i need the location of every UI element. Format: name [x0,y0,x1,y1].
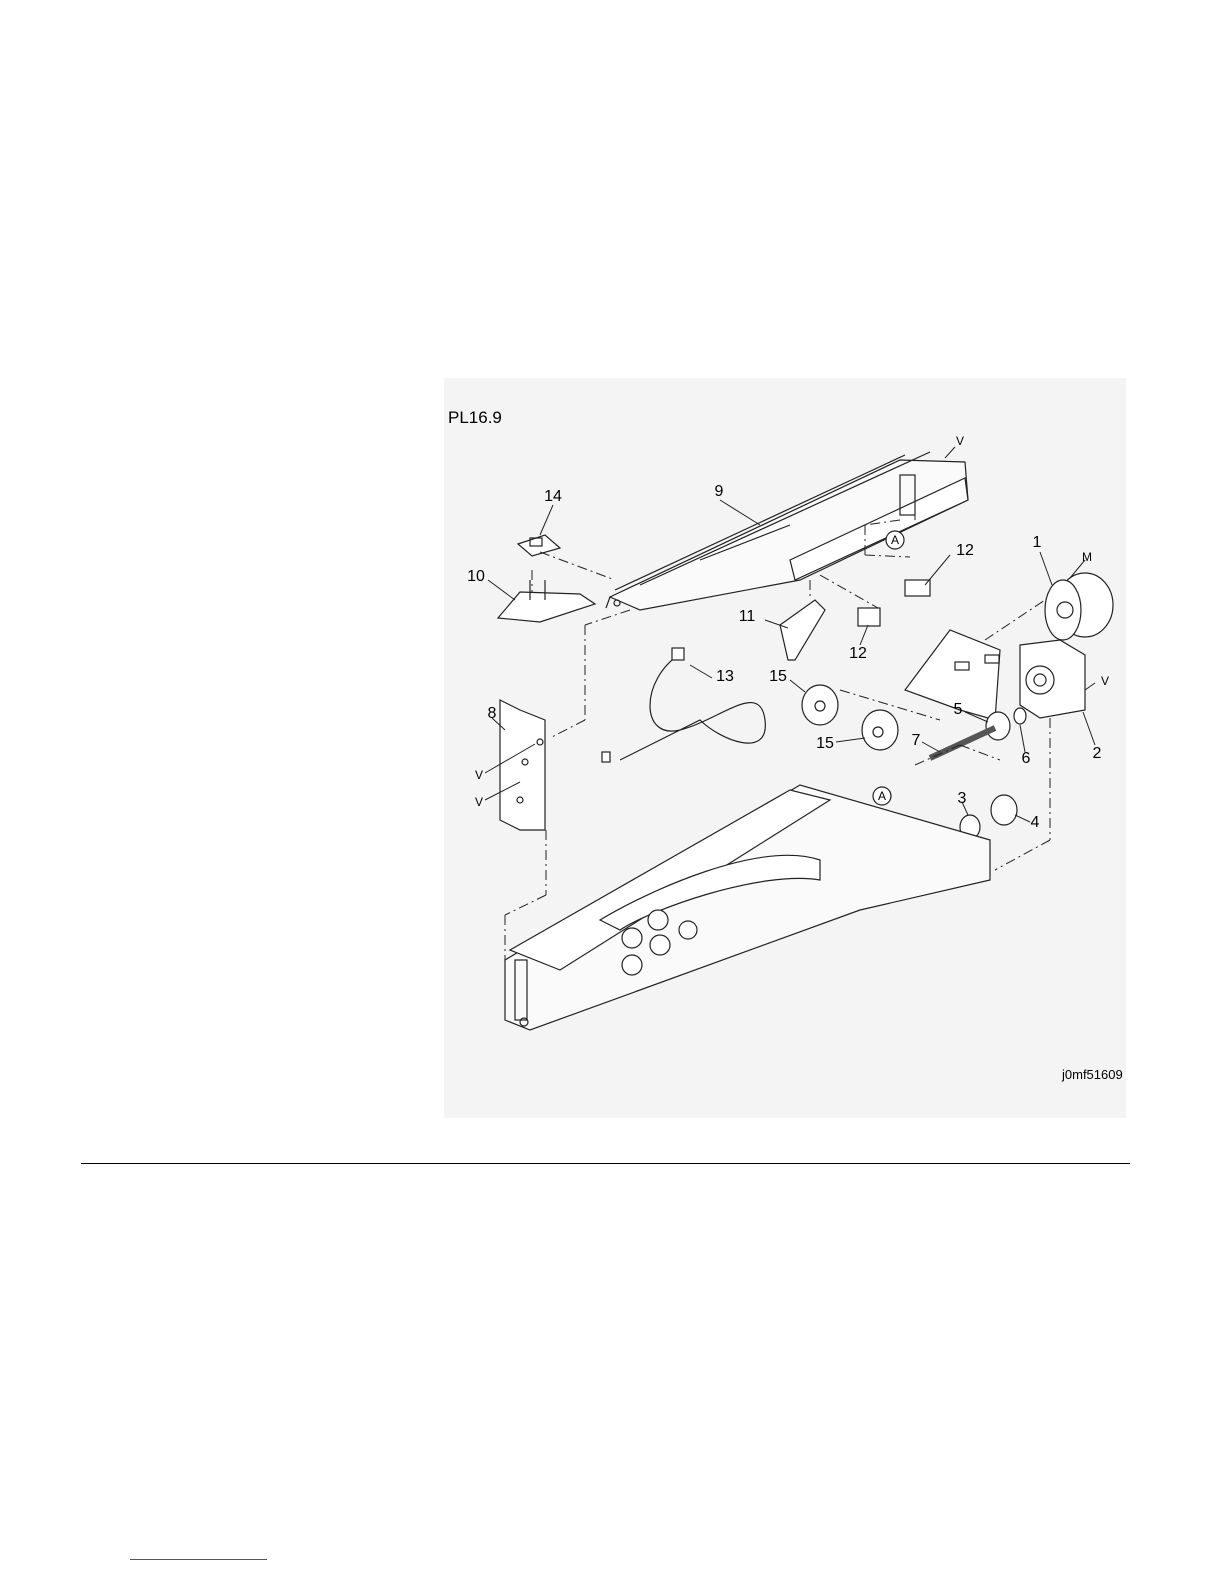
callout-6: 6 [1022,750,1031,768]
marker-m-motor: M [1082,550,1092,564]
callout-3: 3 [958,790,967,808]
callout-7: 7 [912,732,921,750]
callout-5: 5 [954,701,963,719]
figure-id: j0mf51609 [1062,1067,1123,1082]
callout-11: 11 [739,608,756,626]
bracket-2 [1020,640,1085,718]
callout-8: 8 [488,705,497,723]
callout-2: 2 [1093,745,1102,763]
marker-v-left-1: V [475,768,483,782]
clip-6 [1014,708,1026,724]
callout-10: 10 [467,568,485,586]
marker-a-top: A [891,533,899,547]
marker-v-left-2: V [475,795,483,809]
callout-1: 1 [1033,534,1042,552]
marker-v-top: V [956,434,964,448]
section-divider [81,1163,1130,1164]
callout-13: 13 [716,668,734,686]
gear-15a [802,685,838,725]
callout-9: 9 [715,483,724,501]
plate-10 [498,580,595,622]
bracket-8 [500,700,545,830]
motor-1 [1045,573,1113,640]
footer-link-underline[interactable] [130,1559,267,1560]
actuator-11 [780,600,825,660]
gear-4 [991,795,1017,825]
callout-12a: 12 [956,542,974,560]
callout-4: 4 [1031,814,1040,832]
figure-title: PL16.9 [448,408,502,428]
marker-v-right: V [1101,674,1109,688]
bracket-14 [518,535,560,556]
callout-15b: 15 [816,735,834,753]
callout-12b: 12 [849,645,867,663]
gear-15b [862,710,898,750]
callout-14: 14 [544,488,562,506]
gear-5 [986,712,1010,740]
harness-13 [620,654,765,760]
callout-15a: 15 [769,668,787,686]
marker-a-bottom: A [878,789,886,803]
sensor-12a [905,580,930,596]
sensor-12b [858,608,880,626]
lower-frame-assembly [505,785,990,1030]
drive-bracket [905,630,1000,720]
